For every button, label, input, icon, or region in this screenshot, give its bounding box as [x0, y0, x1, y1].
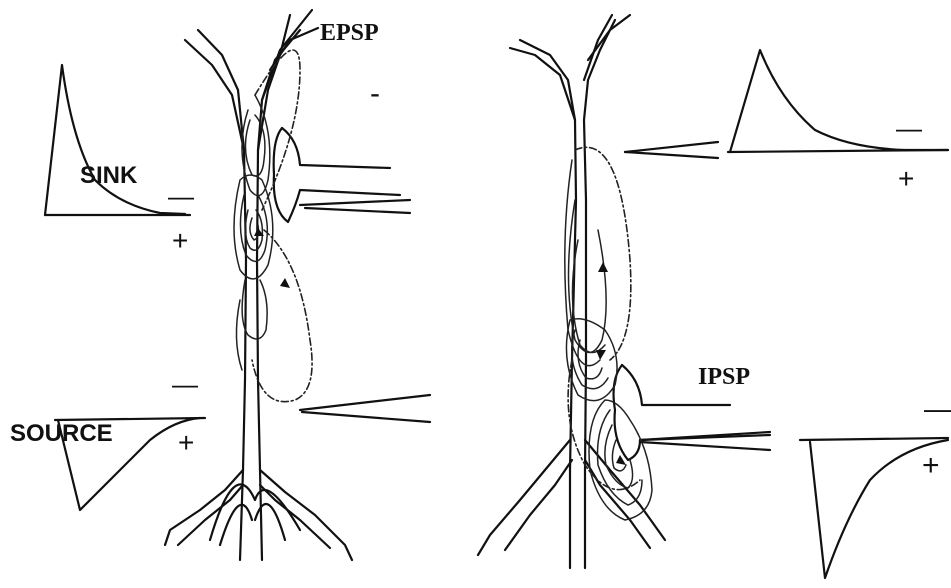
ipsp-label: IPSP	[698, 364, 750, 390]
left-synapse-bouton	[274, 128, 410, 222]
ipsp-trace-minus-sign: —	[924, 393, 951, 424]
source-label: SOURCE	[10, 420, 113, 447]
sink-minus-sign: —	[168, 181, 194, 211]
source-minus-sign: —	[172, 369, 198, 399]
sink-plus-sign: +	[172, 225, 188, 256]
sink-label: SINK	[80, 162, 138, 189]
left-lower-axon	[300, 395, 430, 422]
epsp-label: EPSP	[320, 20, 379, 46]
right-current-loops	[565, 147, 652, 520]
right-upper-axon	[625, 142, 718, 158]
epsp-trace-minus-sign: —	[896, 113, 922, 143]
right-neuron	[478, 15, 665, 568]
epsp-trace-plus-sign: +	[898, 163, 914, 194]
source-plus-sign: +	[178, 427, 194, 458]
ipsp-trace-plus-sign: +	[922, 449, 940, 482]
epsp-minus-sign: -	[370, 77, 380, 110]
left-neuron	[165, 10, 352, 560]
